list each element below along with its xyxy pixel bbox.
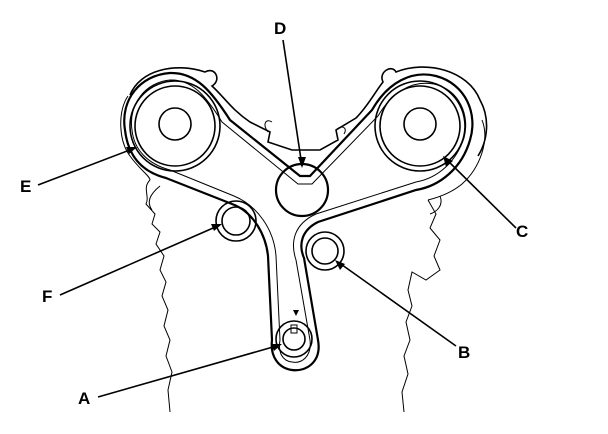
timing-mark-icon xyxy=(293,310,299,316)
camshaft-pulley-left xyxy=(129,80,221,172)
camshaft-pulley-right xyxy=(374,80,466,172)
callout-label-f: F xyxy=(42,287,52,306)
callout-label-b: B xyxy=(458,343,470,362)
timing-belt xyxy=(123,71,474,372)
leader-line-e xyxy=(37,147,137,186)
callout-label-e: E xyxy=(20,177,31,196)
tensioner-pulley-left xyxy=(215,200,257,242)
idler-pulley-right xyxy=(305,231,345,271)
callout-label-c: C xyxy=(516,222,528,241)
leader-line-a xyxy=(97,344,282,398)
leader-line-d xyxy=(282,39,306,168)
leader-line-f xyxy=(59,224,222,296)
water-pump-pulley xyxy=(274,162,330,218)
leader-line-c xyxy=(443,156,517,229)
crankshaft-pulley xyxy=(275,310,313,358)
timing-cover-outline xyxy=(129,66,488,215)
callout-label-d: D xyxy=(274,19,286,38)
leader-line-b xyxy=(335,260,457,347)
engine-cover-left-outline xyxy=(120,95,173,413)
callout-label-a: A xyxy=(78,389,90,408)
